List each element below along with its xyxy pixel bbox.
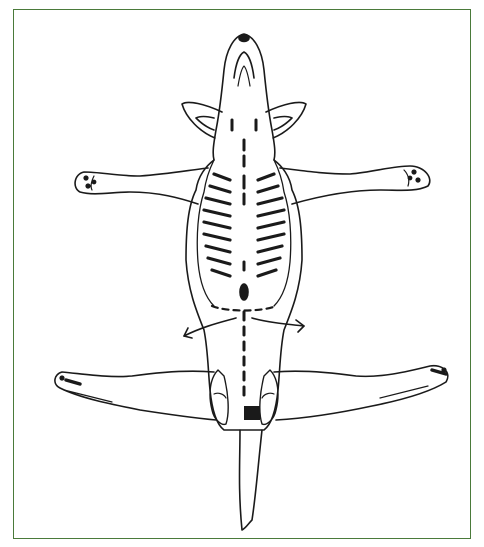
nose-icon	[239, 35, 249, 42]
right-foreleg-icon	[280, 166, 430, 204]
left-hindleg-icon	[55, 371, 216, 420]
mouth-icon	[234, 52, 254, 78]
ribs-left	[204, 174, 230, 276]
pelvic-block	[244, 406, 260, 420]
curved-arrow-icon	[252, 318, 304, 326]
tail-icon	[240, 430, 263, 530]
curved-arrow-icon	[184, 318, 236, 336]
ribs-right	[258, 174, 284, 276]
dashed-transverse-incision	[212, 306, 276, 311]
left-foreleg-icon	[75, 168, 208, 204]
right-hindleg-icon	[274, 366, 448, 420]
